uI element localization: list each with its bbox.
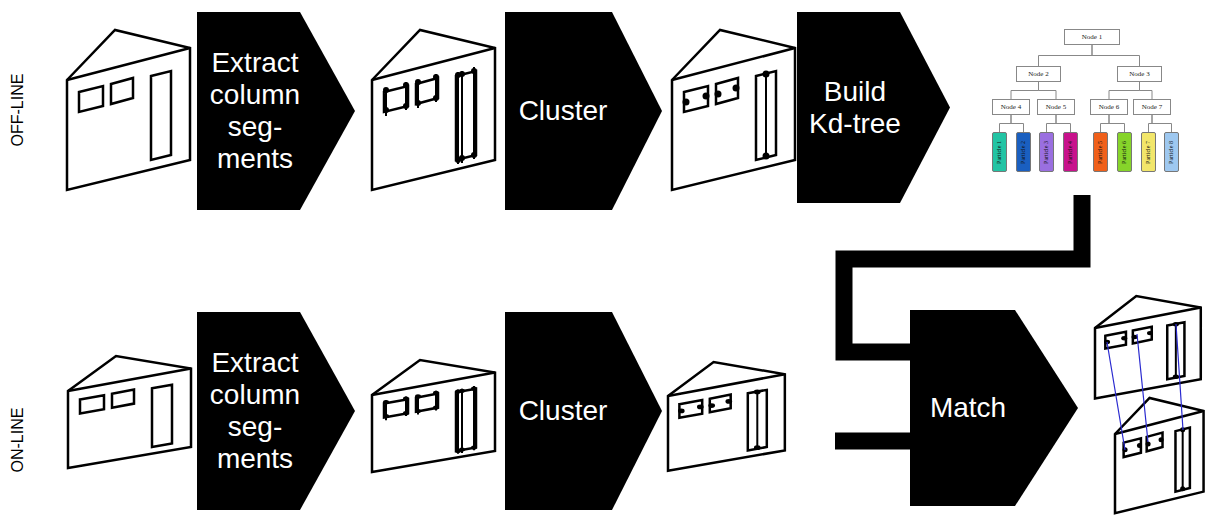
tree-node: Node 7 — [1133, 99, 1171, 115]
tree-link — [1039, 45, 1093, 66]
tree-link — [1101, 115, 1110, 132]
chevron-fill — [197, 312, 355, 510]
tree-leaf: Particle 3 — [1039, 132, 1054, 172]
tree-link — [1039, 82, 1057, 99]
node-text: Node 3 — [1129, 70, 1149, 78]
node-text: Match — [912, 392, 1024, 424]
tree-node: Node 6 — [1090, 99, 1128, 115]
tree-link — [1056, 115, 1071, 132]
process-chevron: Cluster — [505, 12, 662, 210]
process-chevron: Extract column seg- ments — [197, 312, 355, 510]
node-text: Node 6 — [1099, 103, 1119, 111]
node-text: Particle 2 — [1020, 141, 1027, 164]
node-text: Particle 6 — [1121, 141, 1128, 164]
node-text: Build Kd-tree — [799, 76, 911, 140]
tree-link — [1092, 45, 1140, 66]
node-text: Node 2 — [1028, 70, 1048, 78]
tree-link — [1109, 115, 1125, 132]
tree-leaf: Particle 8 — [1164, 132, 1179, 172]
node-text: Particle 4 — [1067, 141, 1074, 164]
tree-node: Node 2 — [1016, 66, 1061, 82]
process-chevron: Extract column seg- ments — [197, 12, 355, 210]
chevron-fill — [505, 12, 662, 210]
node-text: Node 7 — [1142, 103, 1162, 111]
tree-node: Node 3 — [1117, 66, 1162, 82]
node-text: Cluster — [507, 395, 619, 427]
tree-link — [1047, 115, 1057, 132]
process-chevron: Match — [910, 310, 1078, 506]
node-text: Node 1 — [1082, 33, 1102, 41]
tree-leaf: Particle 1 — [992, 132, 1007, 172]
chevron-fill — [197, 12, 355, 210]
tree-leaf: Particle 2 — [1016, 132, 1031, 172]
row-label: ON-LINE — [9, 408, 27, 473]
tree-link — [1152, 115, 1172, 132]
node-text: Extract column seg- ments — [199, 47, 311, 175]
tree-leaf: Particle 5 — [1093, 132, 1108, 172]
row-label: OFF-LINE — [9, 74, 27, 147]
node-text: Particle 8 — [1168, 141, 1175, 164]
process-chevron: Cluster — [505, 312, 662, 510]
tree-node: Node 5 — [1037, 99, 1075, 115]
tree-leaf: Particle 6 — [1117, 132, 1132, 172]
node-text: Particle 1 — [996, 141, 1003, 164]
node-text: Node 5 — [1046, 103, 1066, 111]
node-text: Particle 7 — [1145, 141, 1152, 164]
tree-link — [1000, 115, 1012, 132]
chevron-fill — [797, 12, 950, 203]
process-chevron: Build Kd-tree — [797, 12, 950, 203]
tree-link — [1109, 82, 1140, 99]
tree-link — [1011, 82, 1039, 99]
node-text: Particle 5 — [1097, 141, 1104, 164]
tree-link — [1140, 82, 1153, 99]
tree-leaf: Particle 4 — [1063, 132, 1078, 172]
chevron-fill — [910, 310, 1078, 506]
chevron-fill — [505, 312, 662, 510]
tree-node: Node 1 — [1064, 29, 1120, 45]
tree-node: Node 4 — [992, 99, 1030, 115]
node-text: Cluster — [507, 95, 619, 127]
node-text: Node 4 — [1001, 103, 1021, 111]
tree-link — [1011, 115, 1024, 132]
node-text: Extract column seg- ments — [199, 347, 311, 475]
tree-link — [1149, 115, 1153, 132]
node-text: Particle 3 — [1043, 141, 1050, 164]
tree-leaf: Particle 7 — [1141, 132, 1156, 172]
